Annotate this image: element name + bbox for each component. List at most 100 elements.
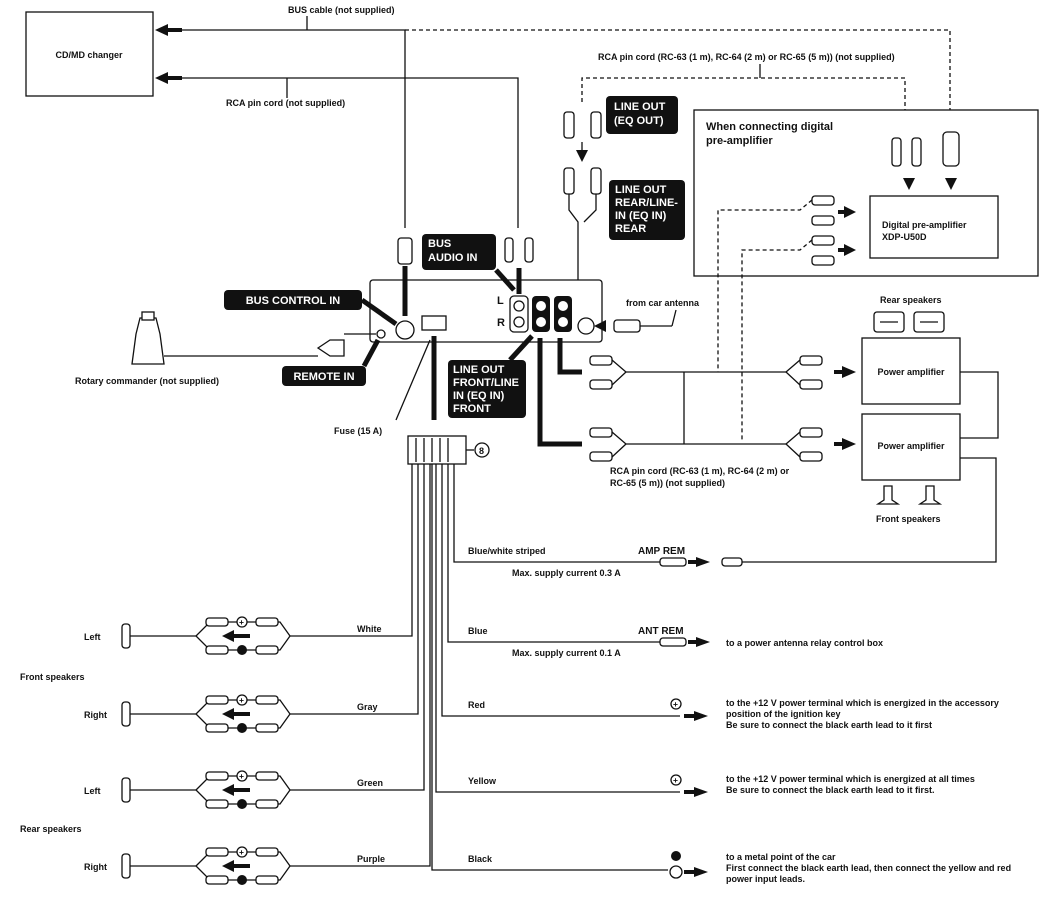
front-speakers-right-icons bbox=[875, 485, 943, 505]
rca-plugs-top bbox=[563, 111, 602, 296]
rear-speakers-top-label: Rear speakers bbox=[880, 295, 942, 305]
plus-sign: + bbox=[239, 617, 244, 627]
front-amp-feed bbox=[557, 338, 582, 375]
lead-destination: to the +12 V power terminal which is ene… bbox=[726, 698, 999, 730]
lead-destination: to a power antenna relay control box bbox=[726, 638, 883, 648]
rca-cords-to-amps bbox=[589, 355, 856, 462]
plus-sign: + bbox=[239, 847, 244, 857]
changer-arrows bbox=[155, 24, 182, 84]
rear-speakers-top-icons bbox=[873, 311, 945, 333]
plus-icon bbox=[670, 698, 682, 710]
dashed-rca-top bbox=[581, 77, 916, 119]
svg-text:+: + bbox=[673, 775, 678, 785]
rca-bottom-label: RCA pin cord (RC-63 (1 m), RC-64 (2 m) o… bbox=[610, 466, 790, 488]
line-out-eq-out-label: LINE OUT(EQ OUT) bbox=[614, 101, 666, 127]
speaker-row: Right + Gray bbox=[84, 694, 378, 733]
remote-in-label: REMOTE IN bbox=[293, 371, 354, 383]
rca-changer-label: RCA pin cord (not supplied) bbox=[226, 98, 345, 108]
fuse-label: Fuse (15 A) bbox=[334, 426, 382, 436]
speaker-icon bbox=[121, 853, 131, 879]
rotary-commander-icon bbox=[131, 311, 376, 365]
lead-wire-color: Yellow bbox=[468, 776, 497, 786]
rear-amp-feed bbox=[537, 338, 582, 447]
speaker-row: Left + White bbox=[84, 616, 382, 655]
lead-wire-color: Blue/white striped bbox=[468, 546, 546, 556]
speaker-icon bbox=[121, 623, 131, 649]
power-amp-rear-label: Power amplifier bbox=[877, 367, 945, 377]
plus-icon bbox=[236, 846, 248, 858]
rca-changer-line bbox=[182, 77, 519, 228]
cd-md-changer-box: CD/MD changer bbox=[25, 11, 154, 97]
lead-wire-color: Black bbox=[468, 854, 493, 864]
power-amp-front: Power amplifier bbox=[861, 413, 961, 481]
head-unit-rear-panel: L R bbox=[369, 237, 603, 420]
antenna-plug bbox=[594, 309, 677, 333]
speaker-side-label: Right bbox=[84, 710, 107, 720]
lead-note: Max. supply current 0.1 A bbox=[512, 648, 621, 658]
wiring-harness-connector: 8 bbox=[407, 435, 490, 465]
minus-icon bbox=[237, 875, 247, 885]
speaker-row: Left + Green bbox=[84, 770, 383, 809]
speaker-rows: Left+WhiteRight+GrayLeft+GreenRight+Purp… bbox=[84, 616, 385, 885]
from-antenna-label: from car antenna bbox=[626, 298, 700, 308]
speaker-side-label: Left bbox=[84, 632, 101, 642]
svg-text:+: + bbox=[673, 699, 678, 709]
speaker-wire-color: Green bbox=[357, 778, 383, 788]
circled-8: 8 bbox=[479, 446, 484, 456]
callout-bus-control-in: BUS CONTROL IN bbox=[224, 290, 362, 310]
minus-icon bbox=[237, 799, 247, 809]
plus-icon bbox=[236, 694, 248, 706]
speaker-icon bbox=[121, 777, 131, 803]
speaker-wire-color: Gray bbox=[357, 702, 378, 712]
speaker-wire-color: White bbox=[357, 624, 382, 634]
speaker-side-label: Left bbox=[84, 786, 101, 796]
ring-terminal-icon bbox=[669, 865, 683, 879]
r-label: R bbox=[497, 317, 505, 329]
lead-destination: to the +12 V power terminal which is ene… bbox=[726, 774, 975, 795]
callout-remote-in: REMOTE IN bbox=[282, 366, 366, 386]
rear-speakers-left-label: Rear speakers bbox=[20, 824, 82, 834]
minus-icon bbox=[237, 645, 247, 655]
lead-wire-color: Red bbox=[468, 700, 485, 710]
lead-row: Yellow + to the +12 V power terminal which… bbox=[468, 774, 975, 797]
lead-wire-color: Blue bbox=[468, 626, 488, 636]
plus-icon bbox=[670, 774, 682, 786]
plus-icon bbox=[236, 770, 248, 782]
power-amp-rear: Power amplifier bbox=[861, 337, 961, 405]
speaker-row: Right + Purple bbox=[84, 846, 385, 885]
speaker-wire-color: Purple bbox=[357, 854, 385, 864]
power-amp-front-label: Power amplifier bbox=[877, 441, 945, 451]
front-speakers-right-label: Front speakers bbox=[876, 514, 941, 524]
minus-icon bbox=[671, 851, 681, 861]
l-label: L bbox=[497, 295, 504, 307]
speaker-side-label: Right bbox=[84, 862, 107, 872]
rca-top-label: RCA pin cord (RC-63 (1 m), RC-64 (2 m) o… bbox=[598, 52, 895, 62]
bus-control-in-label: BUS CONTROL IN bbox=[246, 295, 341, 307]
lead-note: Max. supply current 0.3 A bbox=[512, 568, 621, 578]
rotary-commander-label: Rotary commander (not supplied) bbox=[75, 376, 219, 386]
lead-row: Red + to the +12 V power terminal which is… bbox=[468, 698, 999, 730]
dashed-bus-line bbox=[405, 29, 951, 128]
callout-line-out-eq-out: LINE OUT(EQ OUT) bbox=[606, 96, 678, 134]
plus-sign: + bbox=[239, 695, 244, 705]
harness-wires bbox=[290, 464, 680, 871]
plus-icon bbox=[236, 616, 248, 628]
speaker-icon bbox=[121, 701, 131, 727]
minus-icon bbox=[237, 723, 247, 733]
front-speakers-left-label: Front speakers bbox=[20, 672, 85, 682]
lead-terminal: ANT REM bbox=[638, 626, 684, 637]
plus-sign: + bbox=[239, 771, 244, 781]
